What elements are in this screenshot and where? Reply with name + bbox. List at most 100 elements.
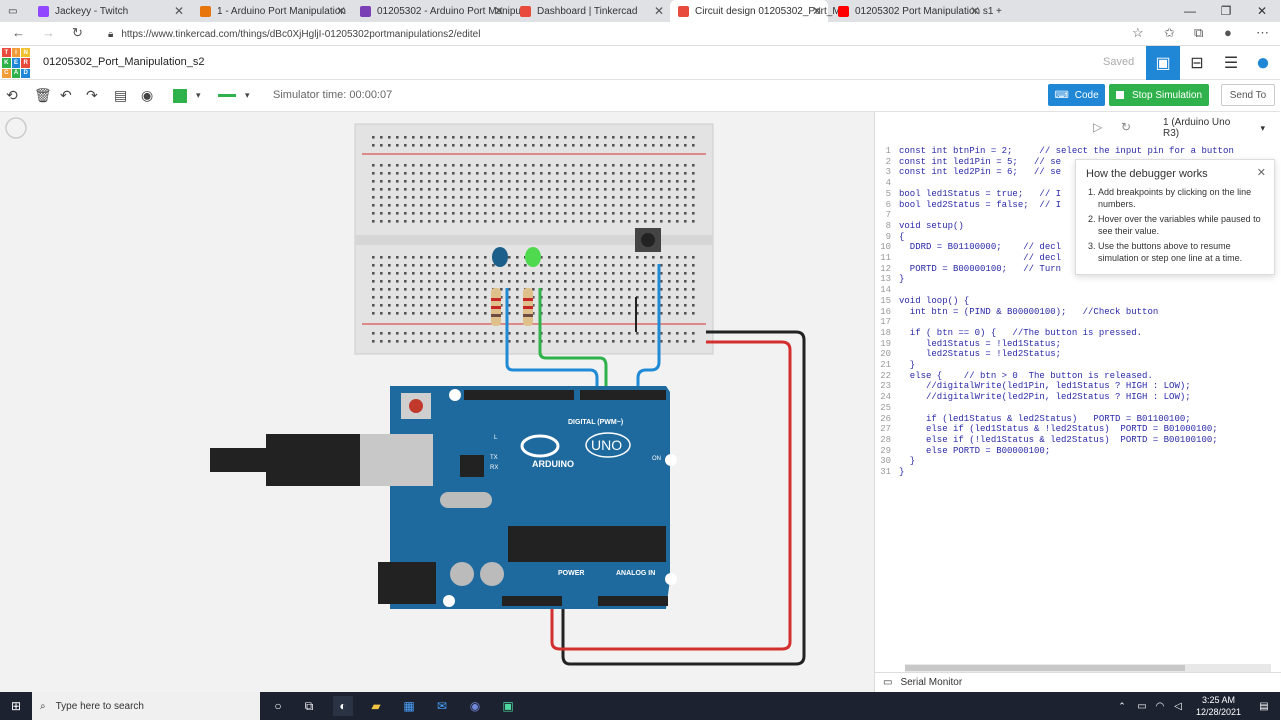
line-number[interactable]: 2: [885, 156, 891, 167]
code-line[interactable]: 27 else if (led1Status & !led2Status) PO…: [875, 424, 1281, 435]
line-number[interactable]: 14: [880, 285, 891, 296]
code-line[interactable]: 20 led2Status = !led2Status;: [875, 349, 1281, 360]
close-icon[interactable]: ✕: [173, 4, 184, 18]
tab-actions-icon[interactable]: ▭: [8, 5, 18, 17]
code-line[interactable]: 14: [875, 285, 1281, 296]
code-line[interactable]: 30 }: [875, 456, 1281, 467]
line-number[interactable]: 13: [880, 274, 891, 285]
wifi-icon[interactable]: ◠: [1155, 700, 1165, 712]
notifications-icon[interactable]: ▤: [1259, 700, 1269, 712]
code-line[interactable]: 7: [875, 210, 1281, 221]
line-number[interactable]: 24: [880, 392, 891, 403]
code-line[interactable]: 21 }: [875, 360, 1281, 371]
code-line[interactable]: 23 //digitalWrite(led1Pin, led1Status ? …: [875, 381, 1281, 392]
line-number[interactable]: 15: [880, 295, 891, 306]
line-number[interactable]: 7: [885, 210, 891, 221]
tab-5[interactable]: 01205302 Port Manipulation s1✕: [830, 0, 993, 22]
code-line[interactable]: 4: [875, 178, 1281, 189]
tab-2[interactable]: 01205302 - Arduino Port Manipu✕: [352, 0, 521, 22]
line-number[interactable]: 21: [880, 360, 891, 371]
tab-4[interactable]: Circuit design 01205302_Port_M✕: [670, 0, 841, 22]
line-number[interactable]: 17: [880, 317, 891, 328]
code-line[interactable]: 9{: [875, 232, 1281, 243]
task-view-icon[interactable]: ⧉: [304, 698, 314, 713]
step-icon[interactable]: ↻: [1121, 120, 1132, 134]
circuit-view-icon[interactable]: ▣: [1146, 46, 1180, 80]
code-line[interactable]: 28 else if (!led1Status & led2Status) PO…: [875, 435, 1281, 446]
horizontal-scrollbar[interactable]: [905, 664, 1271, 672]
notes-icon[interactable]: ▤: [114, 87, 128, 103]
wire-blue-led[interactable]: [505, 288, 599, 398]
favorites-list-icon[interactable]: ✩: [1164, 25, 1175, 40]
code-button[interactable]: ⌨Code: [1048, 84, 1105, 106]
code-line[interactable]: 13}: [875, 274, 1281, 285]
design-title[interactable]: 01205302_Port_Manipulation_s2: [43, 56, 205, 68]
code-line[interactable]: 29 else PORTD = B00000100;: [875, 446, 1281, 457]
line-number[interactable]: 16: [880, 306, 891, 317]
collections-icon[interactable]: ⧉: [1194, 25, 1204, 40]
maximize-icon[interactable]: ❐: [1220, 4, 1232, 18]
code-line[interactable]: 26 if (led1Status & led2Status) PORTD = …: [875, 414, 1281, 425]
line-number[interactable]: 30: [880, 456, 891, 467]
code-line[interactable]: 10 DDRD = B01100000; // decl: [875, 242, 1281, 253]
rotate-icon[interactable]: ⟲: [6, 87, 18, 103]
forward-icon[interactable]: →: [42, 25, 55, 40]
undo-icon[interactable]: ↶: [60, 87, 72, 103]
app-icon[interactable]: ▣: [502, 699, 514, 713]
color-picker[interactable]: [173, 89, 187, 103]
line-number[interactable]: 6: [885, 199, 891, 210]
wire-style-picker[interactable]: [218, 94, 236, 97]
redo-icon[interactable]: ↷: [86, 87, 98, 103]
line-number[interactable]: 11: [880, 253, 891, 264]
url-input[interactable]: 🔒︎https://www.tinkercad.com/things/dBc0X…: [100, 24, 1152, 44]
edge-icon[interactable]: ◐: [333, 696, 353, 716]
line-number[interactable]: 27: [880, 424, 891, 435]
line-number[interactable]: 5: [885, 188, 891, 199]
circuit-canvas[interactable]: ARDUINO UNO DIGITAL (PWM~) POWER ANALOG …: [0, 112, 874, 692]
green-led[interactable]: [525, 247, 541, 267]
line-number[interactable]: 25: [880, 402, 891, 413]
close-icon[interactable]: ✕: [1256, 167, 1266, 179]
discord-icon[interactable]: ◉: [469, 699, 481, 713]
volume-icon[interactable]: ◁: [1174, 700, 1182, 712]
close-icon[interactable]: ✕: [493, 4, 504, 18]
line-number[interactable]: 10: [880, 242, 891, 253]
line-number[interactable]: 9: [885, 231, 891, 242]
code-line[interactable]: 25: [875, 403, 1281, 414]
new-tab-icon[interactable]: +: [996, 5, 1002, 17]
cortana-icon[interactable]: ○: [274, 699, 282, 713]
tab-1[interactable]: 1 - Arduino Port Manipulation✕: [192, 0, 352, 22]
resume-icon[interactable]: ▷: [1093, 120, 1103, 134]
line-number[interactable]: 26: [880, 413, 891, 424]
wire-gnd[interactable]: [561, 330, 806, 666]
chevron-down-icon[interactable]: ▾: [196, 90, 201, 100]
line-number[interactable]: 1: [885, 146, 891, 156]
favorite-icon[interactable]: ☆: [1132, 25, 1144, 40]
taskbar-search[interactable]: ⌕Type here to search: [32, 692, 260, 720]
avatar[interactable]: ●: [1255, 49, 1271, 76]
usb-cable[interactable]: [266, 434, 360, 486]
tab-0[interactable]: Jackeyy - Twitch✕: [30, 0, 190, 22]
refresh-icon[interactable]: ↻: [72, 25, 83, 40]
line-number[interactable]: 12: [880, 263, 891, 274]
line-number[interactable]: 4: [885, 178, 891, 189]
code-line[interactable]: 16 int btn = (PIND & B00000100); //Check…: [875, 307, 1281, 318]
send-to-button[interactable]: Send To: [1221, 84, 1275, 106]
close-icon[interactable]: ✕: [653, 4, 664, 18]
code-line[interactable]: 22 else { // btn > 0 The button is relea…: [875, 371, 1281, 382]
line-number[interactable]: 8: [885, 220, 891, 231]
back-icon[interactable]: ←: [12, 25, 25, 40]
code-line[interactable]: 11 // decl: [875, 253, 1281, 264]
zoom-fit-icon[interactable]: [5, 117, 27, 139]
line-number[interactable]: 28: [880, 434, 891, 445]
visibility-icon[interactable]: ◉: [141, 87, 154, 103]
delete-icon[interactable]: 🗑︎: [34, 87, 52, 103]
blue-led[interactable]: [492, 247, 508, 267]
